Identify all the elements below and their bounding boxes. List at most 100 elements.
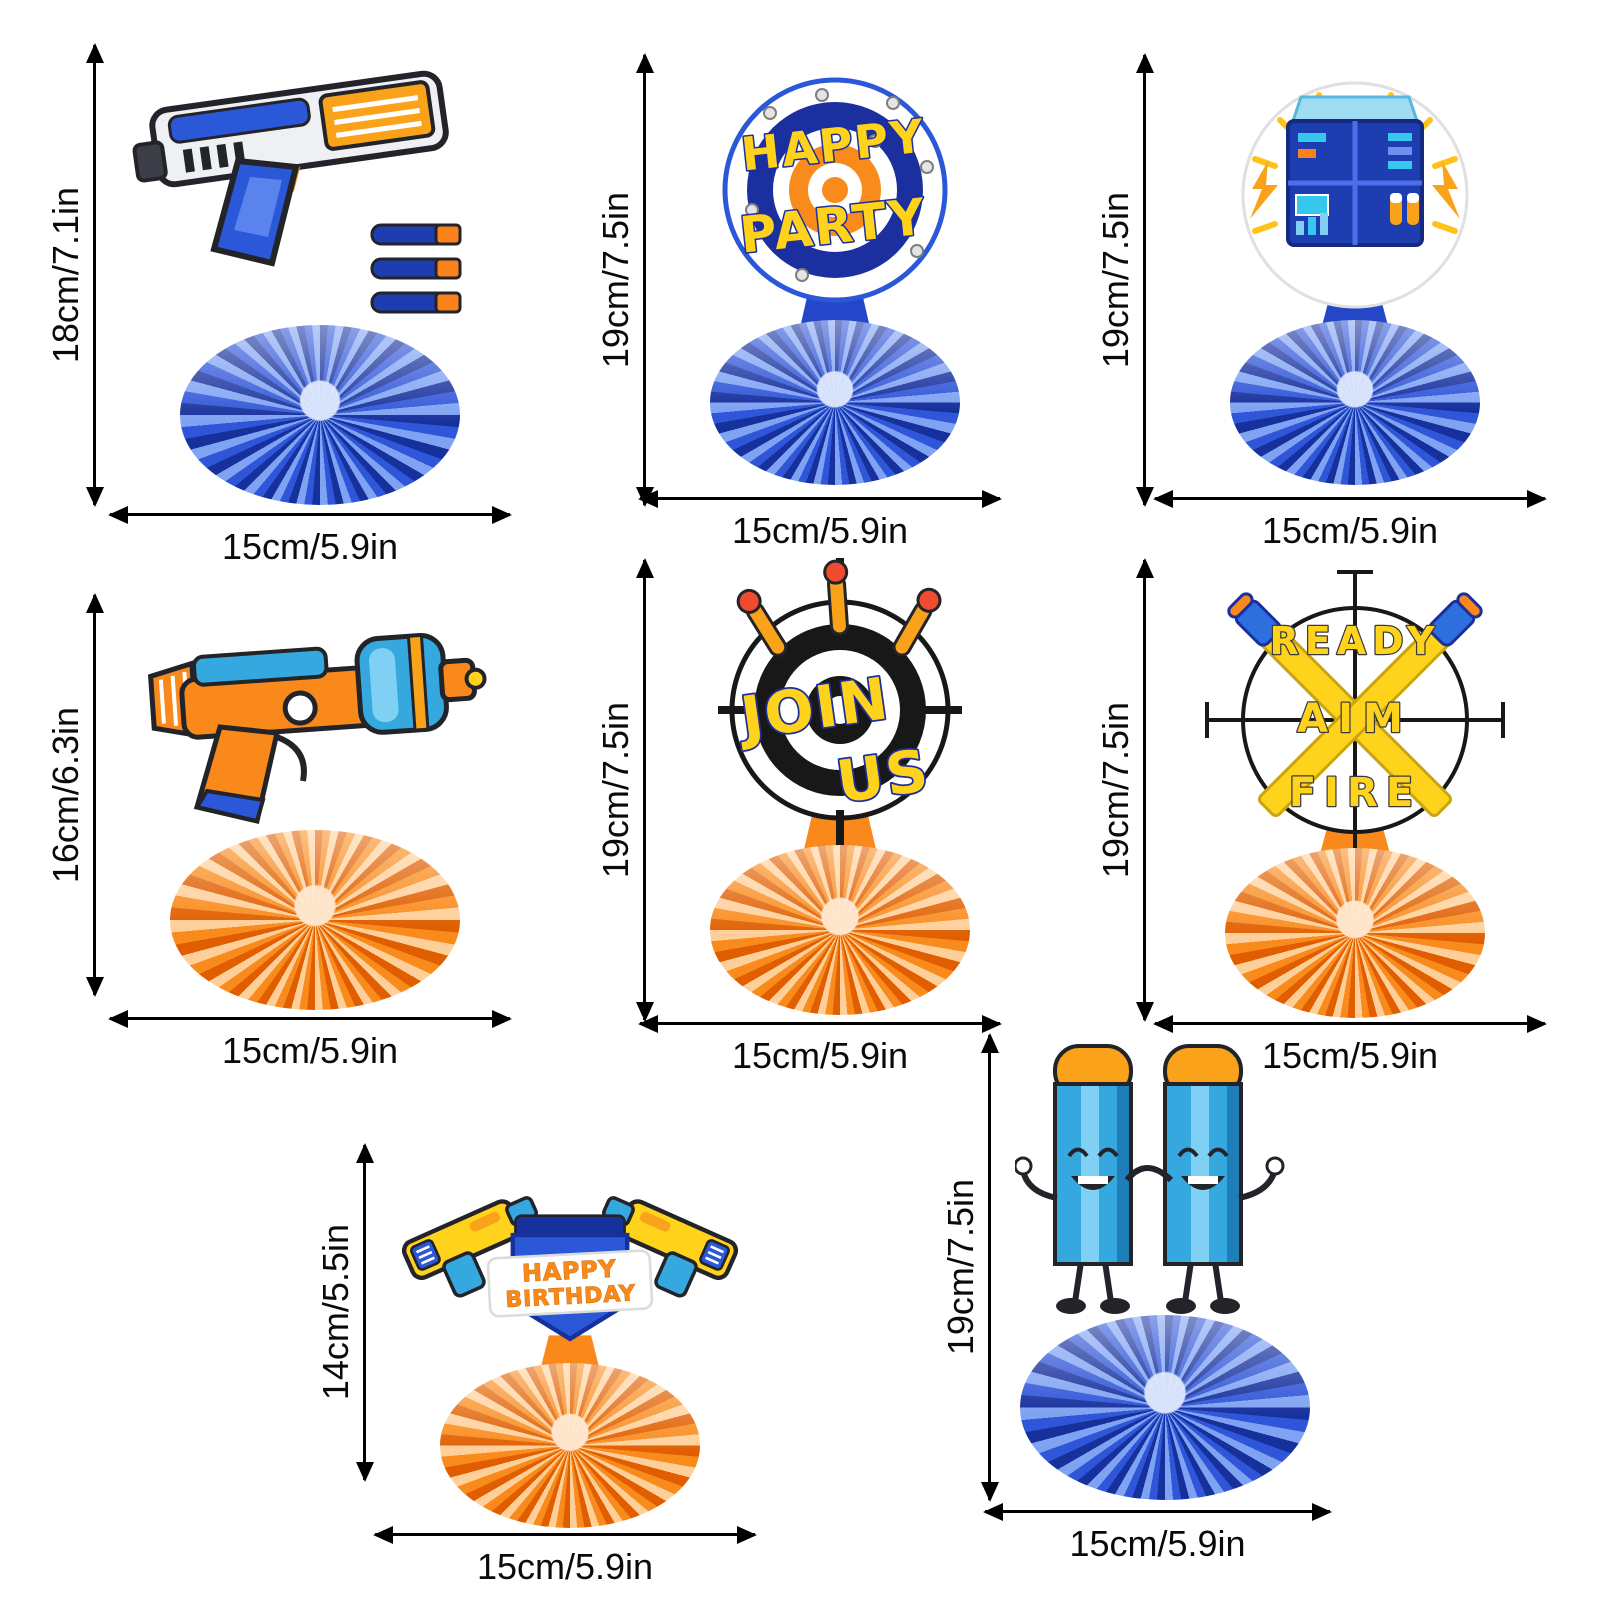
width-label: 15cm/5.9in	[1261, 1035, 1439, 1076]
height-measure: 19cm/7.5in	[595, 560, 646, 1020]
width-arrow	[110, 513, 510, 516]
centerpiece-ready-aim-fire: 19cm/7.5in READY AIM FIRE	[1085, 550, 1565, 1090]
card-stand	[540, 1335, 600, 1371]
height-arrow	[1143, 560, 1146, 1020]
centerpiece-art	[115, 595, 515, 1015]
height-label: 19cm/7.5in	[940, 1179, 981, 1356]
height-label: 14cm/5.5in	[315, 1224, 356, 1401]
height-label: 19cm/7.5in	[1095, 701, 1136, 879]
target-icon	[722, 77, 948, 303]
happy-birthday-card: HAPPY BIRTHDAY	[385, 1140, 755, 1371]
dart-character-right	[1165, 1046, 1241, 1314]
width-label: 15cm/5.9in	[221, 1030, 399, 1071]
honeycomb-base-blue	[180, 325, 460, 505]
centerpiece-art: READY AIM FIRE	[1175, 550, 1535, 1020]
width-measure: 15cm/5.9in	[110, 513, 510, 568]
centerpiece-art	[115, 35, 515, 505]
arm-left	[1020, 1169, 1058, 1201]
width-arrow	[640, 497, 1000, 500]
machine-top	[1290, 95, 1420, 123]
happy-party-card: HAPPY PARTY	[722, 77, 948, 341]
height-label: 16cm/6.3in	[45, 706, 86, 884]
centerpiece-join-us: 19cm/7.5in	[585, 550, 1025, 1090]
height-label: 19cm/7.5in	[595, 191, 636, 369]
height-measure: 14cm/5.5in	[315, 1145, 366, 1480]
centerpiece-blaster-machine: 19cm/7.5in	[1085, 35, 1565, 595]
centerpiece-art	[1175, 35, 1535, 495]
birthday-banner: HAPPY BIRTHDAY	[486, 1249, 654, 1318]
width-label: 15cm/5.9in	[476, 1546, 654, 1587]
target-icon	[729, 599, 951, 821]
width-arrow	[1155, 497, 1545, 500]
width-label: 15cm/5.9in	[221, 526, 399, 567]
blaster-blue-card	[132, 70, 462, 314]
centerpiece-art: HAPPY PARTY	[665, 35, 1005, 495]
centerpiece-art	[1010, 1030, 1320, 1505]
height-measure: 19cm/7.5in	[1095, 560, 1146, 1020]
honeycomb-base-orange	[710, 845, 970, 1015]
height-arrow	[643, 55, 646, 505]
width-arrow	[375, 1533, 755, 1536]
width-measure: 15cm/5.9in	[375, 1533, 755, 1588]
blaster-orange-card	[147, 632, 487, 825]
width-measure: 15cm/5.9in	[1155, 497, 1545, 552]
width-measure: 15cm/5.9in	[640, 1022, 1000, 1077]
centerpiece-art: HAPPY BIRTHDAY	[385, 1135, 755, 1530]
width-label: 15cm/5.9in	[1261, 510, 1439, 551]
join-us-card: JOIN US	[718, 558, 962, 862]
linked-arms	[1124, 1165, 1174, 1183]
centerpiece-art: JOIN US	[665, 550, 1015, 1020]
darts-icon	[370, 223, 462, 314]
centerpiece-dart-characters: 19cm/7.5in	[925, 1025, 1355, 1595]
blaster-body	[132, 70, 449, 192]
width-arrow	[985, 1510, 1330, 1513]
lightning-icon	[1250, 161, 1278, 219]
width-measure: 15cm/5.9in	[1155, 1022, 1545, 1077]
dart-tip-icon	[1428, 592, 1483, 647]
honeycomb-base-orange	[440, 1363, 700, 1528]
honeycomb-base-blue	[1020, 1315, 1310, 1500]
card-text-line3: FIRE	[1289, 770, 1421, 816]
blaster-body	[147, 632, 487, 740]
card-text-line2: US	[832, 736, 933, 816]
width-arrow	[110, 1017, 510, 1020]
width-arrow	[1155, 1022, 1545, 1025]
honeycomb-base-blue	[710, 320, 960, 485]
centerpiece-blaster-blue: 18cm/7.1in	[30, 30, 530, 590]
dart-icon	[823, 559, 849, 636]
height-arrow	[988, 1035, 991, 1500]
dart-tip-icon	[1227, 592, 1282, 647]
height-arrow	[93, 595, 96, 995]
height-measure: 19cm/7.5in	[595, 55, 646, 505]
honeycomb-base-orange	[170, 830, 460, 1010]
lightning-icon	[1432, 161, 1460, 219]
card-text-line2: AIM	[1297, 696, 1413, 742]
card-text-line1: READY	[1270, 619, 1441, 663]
card-text-line1: HAPPY	[521, 1255, 617, 1288]
height-label: 19cm/7.5in	[595, 701, 636, 879]
height-measure: 19cm/7.5in	[1095, 55, 1146, 505]
height-measure: 18cm/7.1in	[45, 45, 96, 505]
height-label: 19cm/7.5in	[1095, 191, 1136, 369]
centerpiece-happy-party: 19cm/7.5in HAPPY PARTY 15cm/5.9	[585, 35, 1025, 595]
centerpiece-happy-birthday: 14cm/5.5in	[270, 1125, 760, 1588]
height-arrow	[1143, 55, 1146, 505]
width-measure: 15cm/5.9in	[110, 1017, 510, 1072]
bullet-holes	[745, 88, 934, 282]
width-measure: 15cm/5.9in	[985, 1510, 1330, 1565]
height-measure: 19cm/7.5in	[940, 1035, 991, 1500]
width-arrow	[640, 1022, 1000, 1025]
dart-characters-card	[1015, 1030, 1285, 1360]
height-arrow	[93, 45, 96, 505]
centerpiece-blaster-orange: 16cm/6.3in 15cm/	[30, 585, 530, 1075]
dart-character-left	[1055, 1046, 1131, 1314]
height-measure: 16cm/6.3in	[45, 595, 96, 995]
height-arrow	[643, 560, 646, 1020]
hand-left	[1015, 1156, 1033, 1176]
dart-icon	[736, 588, 788, 657]
width-measure: 15cm/5.9in	[640, 497, 1000, 552]
width-label: 15cm/5.9in	[731, 510, 909, 551]
height-arrow	[363, 1145, 366, 1480]
hand-right	[1265, 1156, 1285, 1176]
